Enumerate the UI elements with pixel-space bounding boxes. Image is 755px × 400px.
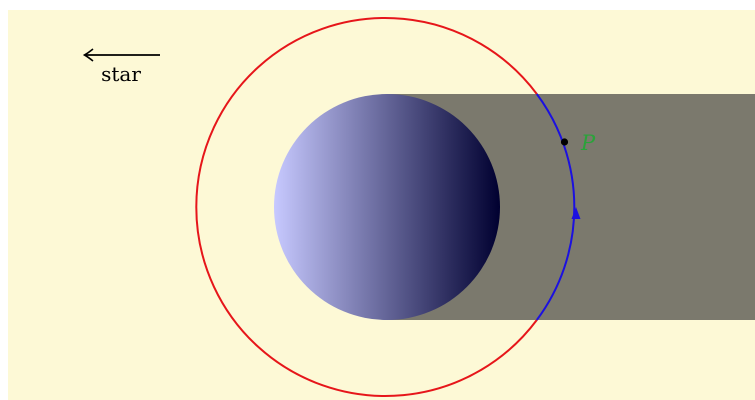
star-label: star <box>101 62 141 86</box>
point-p-dot <box>561 138 568 145</box>
planet <box>274 94 500 320</box>
point-p-label: P <box>580 131 596 155</box>
